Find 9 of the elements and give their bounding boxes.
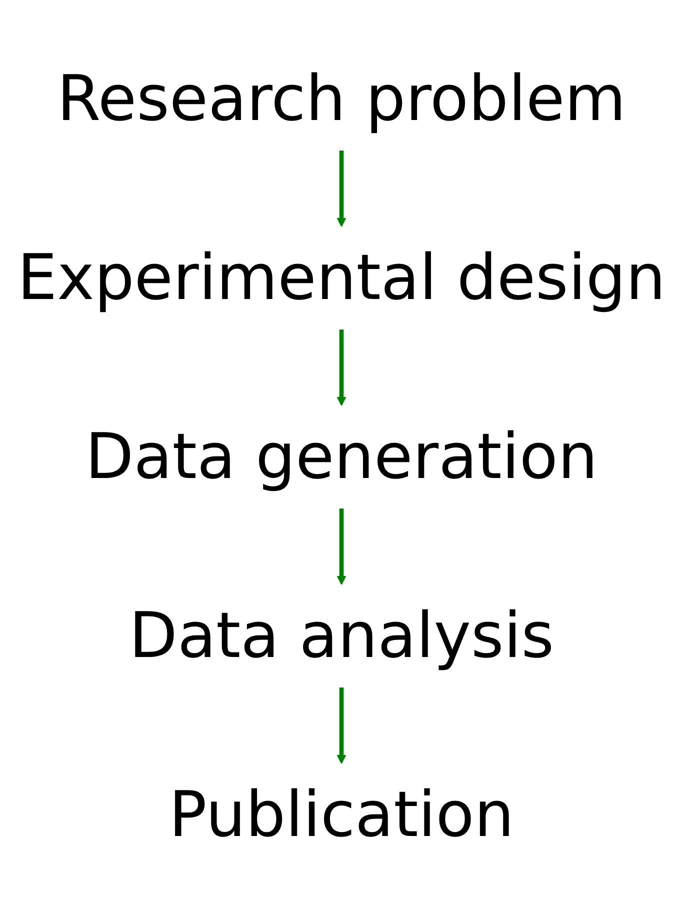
node-text: Data generation [85,420,598,494]
arrow [336,688,346,764]
node-text: Publication [168,778,514,852]
node-text: Data analysis [129,598,554,672]
arrow [336,150,346,227]
node-text: Experimental design [17,240,666,314]
node-text: Research problem [57,62,626,136]
arrow [336,330,346,406]
arrow [336,508,346,585]
